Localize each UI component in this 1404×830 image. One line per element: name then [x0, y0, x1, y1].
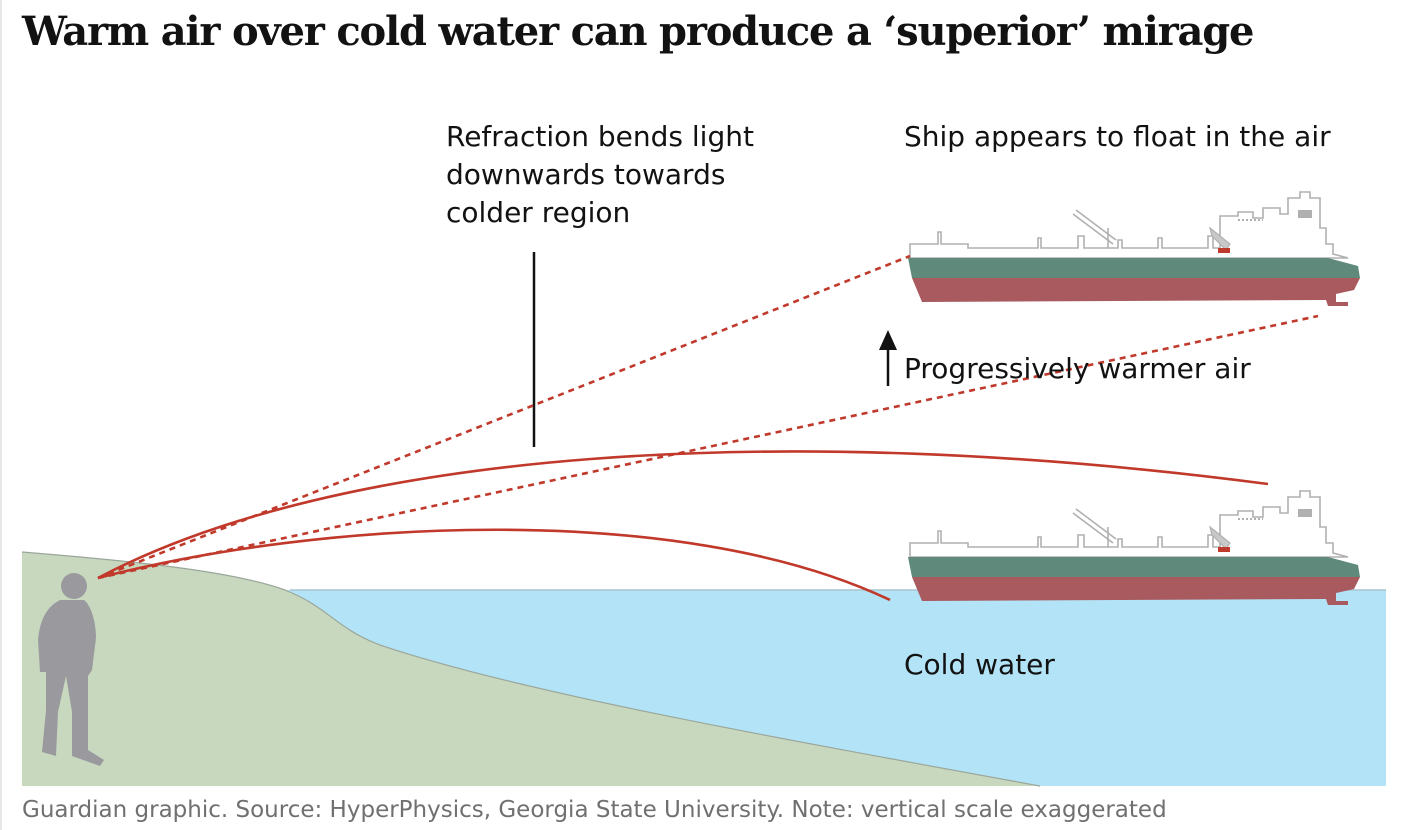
source-caption: Guardian graphic. Source: HyperPhysics, … — [22, 797, 1167, 823]
refraction-label: Refraction bends light downwards towards… — [446, 118, 754, 232]
refraction-label-line-3: colder region — [446, 196, 631, 229]
mirage-ship-image — [907, 191, 1361, 307]
up-arrow-icon — [879, 330, 897, 386]
ray-dashed-to-mirage-top — [97, 254, 911, 580]
refraction-label-line-1: Refraction bends light — [446, 120, 754, 153]
observer-person-icon — [38, 573, 104, 766]
warmer-air-label: Progressively warmer air — [904, 352, 1251, 385]
shore-land — [22, 552, 1040, 786]
refraction-label-line-2: downwards towards — [446, 158, 726, 191]
ship-floats-label: Ship appears to float in the air — [904, 120, 1331, 153]
shore-outline — [21, 551, 1041, 787]
real-ship — [907, 490, 1361, 606]
cold-water-label: Cold water — [904, 648, 1055, 681]
graphic-title: Warm air over cold water can produce a ‘… — [22, 8, 1254, 55]
light-rays — [97, 254, 1319, 602]
ray-curved-upper — [97, 450, 1269, 580]
ray-dashed-to-mirage-bottom — [97, 314, 1319, 580]
left-border — [0, 0, 2, 830]
ray-curved-lower — [97, 528, 891, 602]
